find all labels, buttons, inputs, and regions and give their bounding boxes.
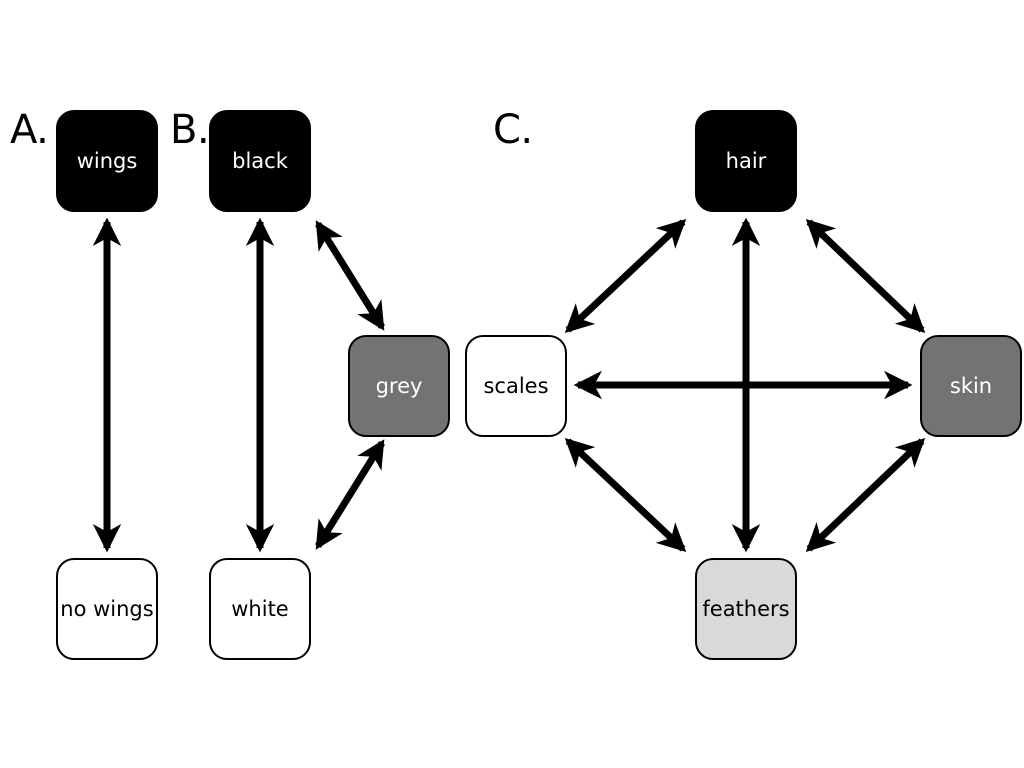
edge-scales-feathers [564,437,687,553]
node-black-label: black [232,148,288,173]
panel-label-b: B. [170,107,210,153]
panel-label-c: C. [493,107,533,153]
edge-hair-scales [564,218,687,334]
node-hair-label: hair [725,148,767,173]
node-skin-label: skin [949,373,993,398]
node-wings-label: wings [76,148,138,173]
node-feathers[interactable]: feathers [695,558,797,660]
node-feathers-label: feathers [702,596,790,621]
edge-skin-feathers [805,437,926,553]
panel-label-a: A. [10,107,49,153]
node-grey[interactable]: grey [348,335,450,437]
edge-grey-white [315,439,385,550]
edge-black-grey [315,220,385,331]
node-grey-label: grey [375,373,423,398]
node-white[interactable]: white [209,558,311,660]
node-wings[interactable]: wings [56,110,158,212]
node-no-wings-label: no wings [60,596,154,621]
node-scales-label: scales [483,373,549,398]
edge-hair-skin [805,218,926,334]
node-scales[interactable]: scales [465,335,567,437]
node-no-wings[interactable]: no wings [56,558,158,660]
node-white-label: white [231,596,289,621]
node-hair[interactable]: hair [695,110,797,212]
node-black[interactable]: black [209,110,311,212]
node-skin[interactable]: skin [920,335,1022,437]
